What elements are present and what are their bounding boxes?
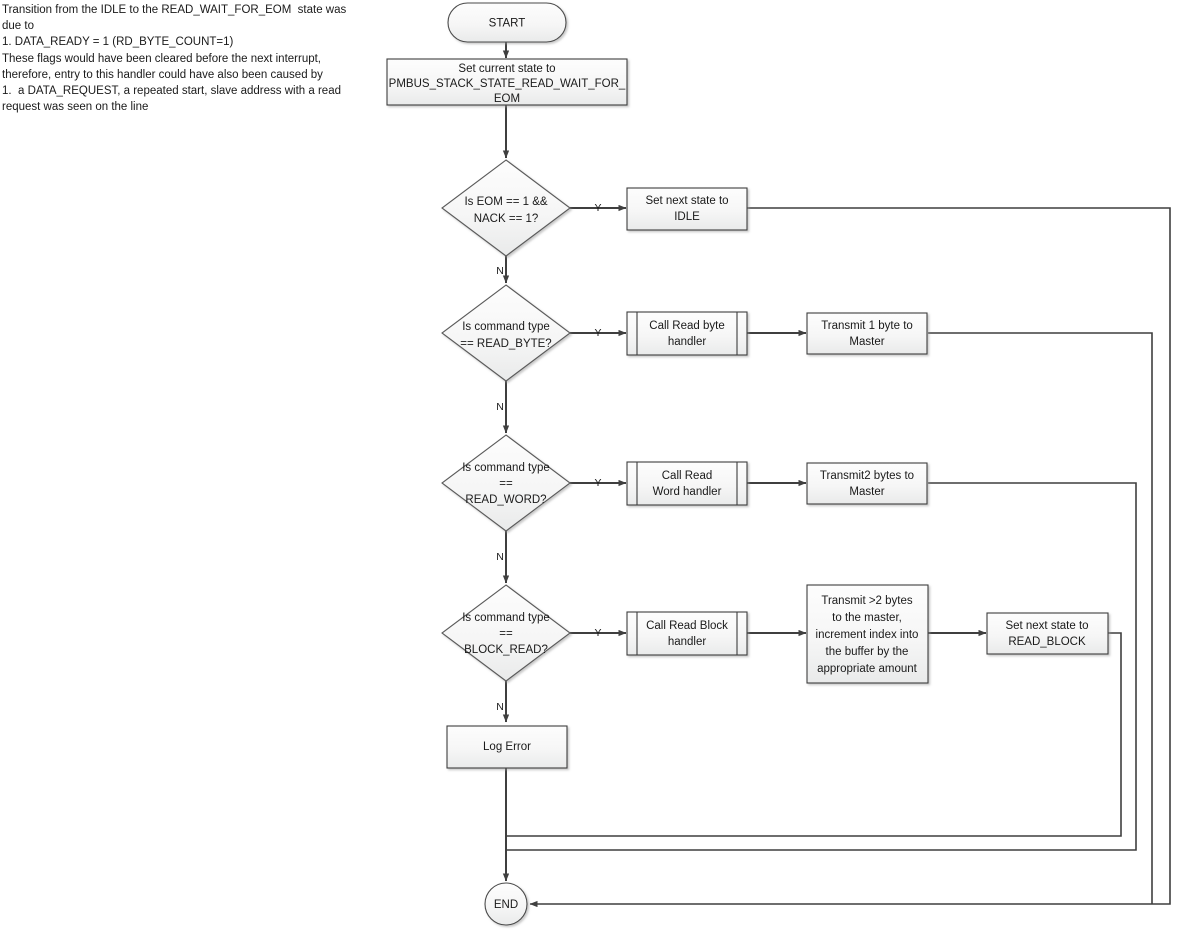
return-path-transmit1-to-end bbox=[928, 332, 1153, 904]
node-start[interactable]: START bbox=[447, 2, 567, 43]
node-start-label: START bbox=[489, 18, 526, 30]
node-transmit-block-line1: Transmit >2 bytes bbox=[821, 595, 913, 607]
edge-label-readbyte-no: N bbox=[496, 401, 504, 413]
node-transmit-block[interactable]: Transmit >2 bytes to the master, increme… bbox=[806, 584, 929, 684]
node-set-next-read-block-line2: READ_BLOCK bbox=[1008, 636, 1086, 648]
node-set-next-read-block-line1: Set next state to bbox=[1005, 620, 1088, 632]
node-call-read-byte[interactable]: Call Read byte handler bbox=[626, 311, 748, 356]
node-decision-eom-nack-line1: Is EOM == 1 && bbox=[464, 196, 547, 208]
node-decision-block-read[interactable]: Is command type == BLOCK_READ? bbox=[441, 584, 571, 682]
node-decision-read-byte-line1: Is command type bbox=[462, 321, 550, 333]
node-decision-read-word[interactable]: Is command type == READ_WORD? bbox=[441, 434, 571, 532]
node-call-read-byte-line1: Call Read byte bbox=[649, 320, 724, 332]
node-decision-read-byte[interactable]: Is command type == READ_BYTE? bbox=[441, 284, 571, 382]
node-set-current-state[interactable]: Set current state to PMBUS_STACK_STATE_R… bbox=[386, 58, 628, 106]
node-decision-read-word-line3: READ_WORD? bbox=[465, 494, 546, 506]
node-end-label: END bbox=[494, 899, 518, 911]
node-decision-read-word-line2: == bbox=[499, 478, 513, 490]
return-path-readblock-to-end bbox=[506, 632, 1122, 837]
node-end[interactable]: END bbox=[484, 882, 528, 926]
edge-label-readword-no: N bbox=[496, 551, 504, 563]
node-transmit-1-byte[interactable]: Transmit 1 byte to Master bbox=[806, 312, 928, 355]
return-path-idle-to-end bbox=[529, 207, 1171, 908]
node-call-read-word-line1: Call Read bbox=[662, 470, 713, 482]
node-decision-read-word-line1: Is command type bbox=[462, 462, 550, 474]
node-set-next-idle[interactable]: Set next state to IDLE bbox=[626, 187, 748, 231]
explanatory-note: Transition from the IDLE to the READ_WAI… bbox=[2, 4, 347, 114]
node-call-read-word-line2: Word handler bbox=[653, 486, 722, 498]
node-transmit-block-line4: the buffer by the bbox=[826, 646, 909, 658]
node-log-error-label: Log Error bbox=[483, 741, 531, 753]
node-transmit-block-line2: to the master, bbox=[832, 612, 902, 624]
node-transmit-2-bytes-line1: Transmit2 bytes to bbox=[820, 470, 914, 482]
node-log-error[interactable]: Log Error bbox=[446, 725, 568, 769]
node-set-next-read-block[interactable]: Set next state to READ_BLOCK bbox=[986, 612, 1109, 655]
node-transmit-block-line5: appropriate amount bbox=[817, 663, 918, 675]
node-decision-read-byte-line2: == READ_BYTE? bbox=[460, 338, 551, 350]
node-decision-block-read-line3: BLOCK_READ? bbox=[464, 644, 548, 656]
node-set-current-state-line2: PMBUS_STACK_STATE_READ_WAIT_FOR_ bbox=[389, 78, 626, 90]
edge-label-readword-yes: Y bbox=[594, 477, 601, 489]
node-transmit-1-byte-line1: Transmit 1 byte to bbox=[821, 320, 913, 332]
edge-label-readbyte-yes: Y bbox=[594, 327, 601, 339]
node-call-read-block[interactable]: Call Read Block handler bbox=[626, 611, 748, 656]
edge-label-blockread-yes: Y bbox=[594, 627, 601, 639]
node-decision-block-read-line2: == bbox=[499, 628, 513, 640]
node-set-current-state-line1: Set current state to bbox=[458, 63, 555, 75]
node-call-read-word[interactable]: Call Read Word handler bbox=[626, 461, 748, 506]
node-call-read-byte-line2: handler bbox=[668, 336, 707, 348]
node-set-next-idle-line1: Set next state to bbox=[645, 195, 728, 207]
edge-label-blockread-no: N bbox=[496, 701, 504, 713]
node-transmit-1-byte-line2: Master bbox=[849, 336, 884, 348]
node-decision-block-read-line1: Is command type bbox=[462, 612, 550, 624]
node-decision-eom-nack[interactable]: Is EOM == 1 && NACK == 1? bbox=[441, 159, 571, 257]
node-call-read-block-line2: handler bbox=[668, 636, 707, 648]
return-path-transmit2-to-end bbox=[506, 482, 1137, 851]
node-transmit-2-bytes[interactable]: Transmit2 bytes to Master bbox=[806, 462, 928, 505]
node-decision-eom-nack-line2: NACK == 1? bbox=[474, 213, 539, 225]
node-set-current-state-line3: EOM bbox=[494, 93, 520, 105]
edge-label-eom-yes: Y bbox=[594, 202, 601, 214]
node-transmit-block-line3: increment index into bbox=[816, 629, 919, 641]
node-call-read-block-line1: Call Read Block bbox=[646, 620, 728, 632]
node-transmit-2-bytes-line2: Master bbox=[849, 486, 884, 498]
node-set-next-idle-line2: IDLE bbox=[674, 211, 700, 223]
edge-label-eom-no: N bbox=[496, 265, 504, 277]
